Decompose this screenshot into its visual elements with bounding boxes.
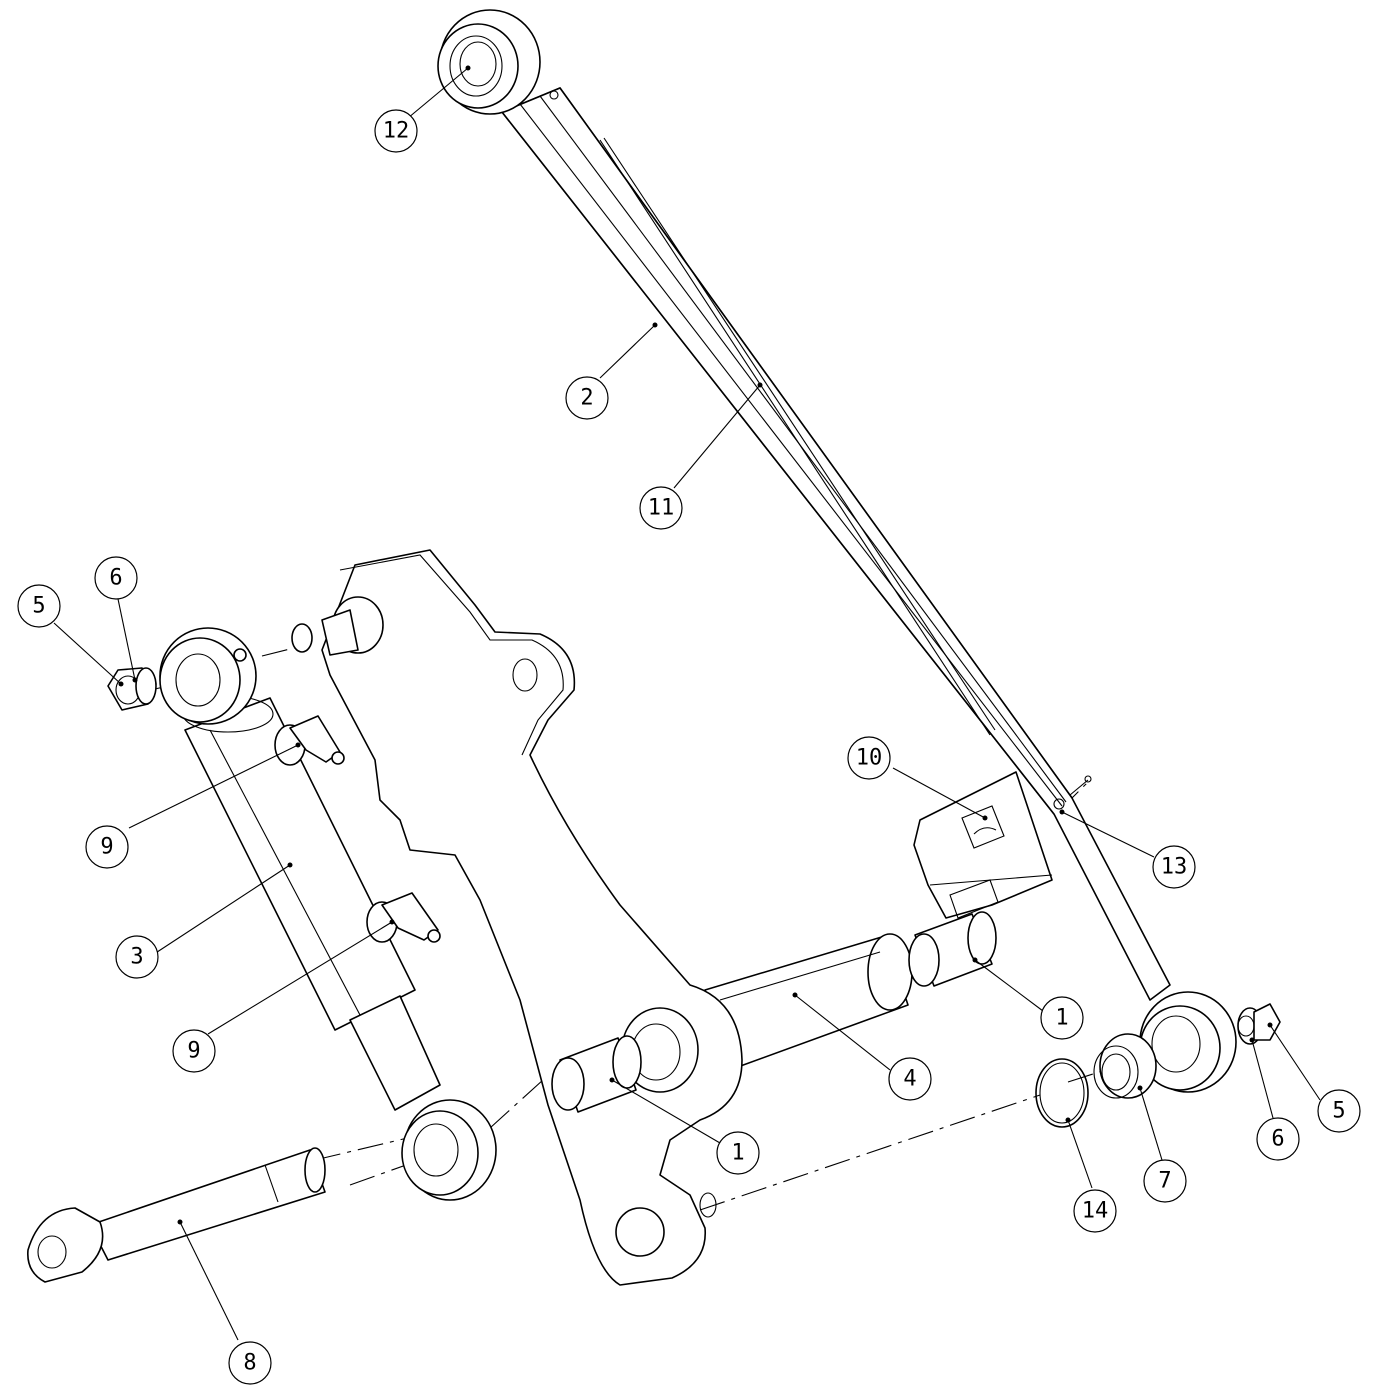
- svg-text:11: 11: [648, 496, 675, 521]
- bracket-part-10: [913, 771, 1053, 919]
- svg-text:14: 14: [1082, 1199, 1109, 1224]
- needle-bearing-right: [908, 911, 997, 987]
- svg-text:9: 9: [100, 835, 113, 860]
- svg-text:4: 4: [903, 1067, 916, 1092]
- svg-text:1: 1: [731, 1141, 744, 1166]
- svg-text:1: 1: [1055, 1006, 1068, 1031]
- svg-text:6: 6: [1271, 1127, 1284, 1152]
- needle-bearing-left: [551, 1035, 642, 1113]
- svg-text:9: 9: [187, 1039, 200, 1064]
- cylinder-rod-eye: [401, 1099, 497, 1201]
- lever-arm-plate: [291, 549, 743, 1286]
- svg-text:5: 5: [32, 594, 45, 619]
- washer-part-6-left: [135, 667, 157, 705]
- callout-9-upper: 9: [85, 742, 301, 869]
- callout-12: 12: [374, 65, 471, 153]
- callout-11: 11: [639, 382, 763, 530]
- grease-fitting-lower-part-9: [366, 892, 441, 943]
- callout-4: 4: [792, 992, 932, 1101]
- svg-text:5: 5: [1332, 1099, 1345, 1124]
- svg-text:3: 3: [130, 945, 143, 970]
- callout-1-right: 1: [972, 957, 1084, 1040]
- callout-5-right: 5: [1267, 1022, 1361, 1133]
- snap-ring-part-14: [1035, 1058, 1089, 1128]
- svg-text:7: 7: [1158, 1169, 1171, 1194]
- callout-5-left: 5: [17, 584, 124, 687]
- svg-text:10: 10: [856, 746, 883, 771]
- pin-part-8: [27, 1147, 326, 1283]
- grease-fitting-upper-part-9: [274, 715, 345, 766]
- rod-end-eye-part-12: [437, 9, 541, 115]
- callout-6-left: 6: [94, 556, 138, 683]
- callout-1-left: 1: [609, 1077, 760, 1175]
- svg-text:13: 13: [1161, 855, 1188, 880]
- svg-text:8: 8: [243, 1351, 256, 1376]
- callout-7: 7: [1137, 1085, 1187, 1203]
- callout-6-right: 6: [1249, 1037, 1300, 1161]
- cross-shaft-part-4: [704, 933, 913, 1069]
- callout-9-lower: 9: [172, 919, 395, 1073]
- leader-lines: [53, 67, 1321, 1341]
- svg-text:6: 6: [109, 566, 122, 591]
- callout-10: 10: [847, 736, 988, 821]
- svg-text:12: 12: [383, 119, 410, 144]
- callout-3: 3: [115, 862, 293, 979]
- callout-2: 2: [565, 322, 658, 420]
- bushing-part-7: [1093, 1033, 1157, 1099]
- callout-8: 8: [177, 1219, 272, 1385]
- svg-text:2: 2: [580, 386, 593, 411]
- callout-14: 14: [1065, 1117, 1117, 1233]
- callout-13: 13: [1059, 809, 1196, 889]
- lift-link-part-11: [501, 87, 1171, 1001]
- cylinder-top-eye: [159, 627, 257, 725]
